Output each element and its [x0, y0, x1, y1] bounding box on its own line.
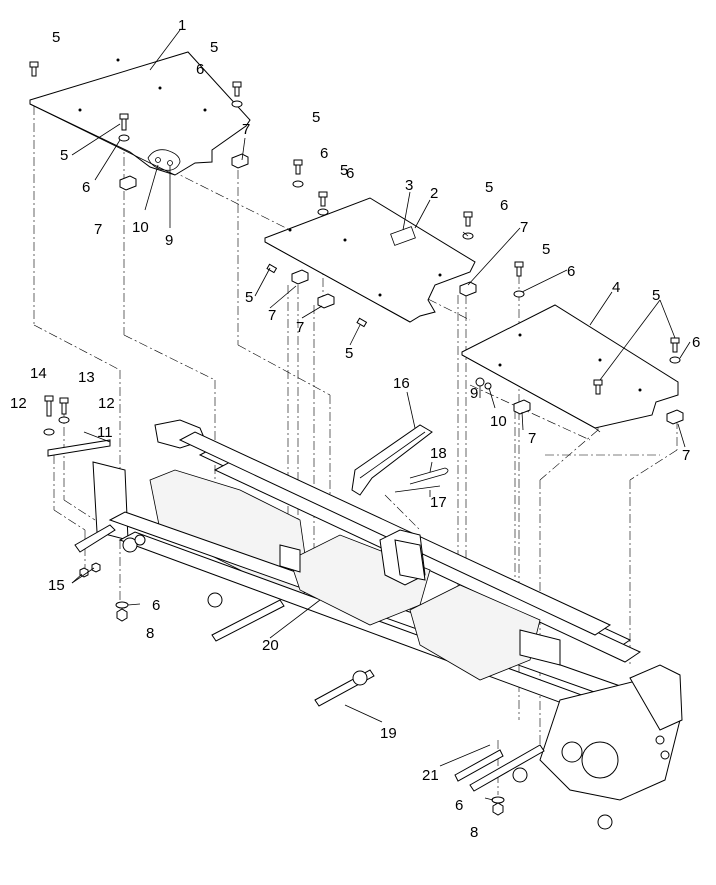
- callout-11: 11: [97, 424, 113, 441]
- callout-6: 6: [320, 145, 328, 162]
- callout-5: 5: [60, 147, 68, 164]
- bolt: [59, 397, 69, 415]
- upright-bracket-16: [351, 424, 433, 496]
- callout-9: 9: [470, 385, 478, 402]
- callout-5: 5: [340, 162, 348, 179]
- callout-4: 4: [612, 279, 620, 296]
- callout-5: 5: [345, 345, 353, 362]
- callout-14: 14: [30, 365, 47, 382]
- callout-7: 7: [94, 221, 102, 238]
- callout-9: 9: [165, 232, 173, 249]
- callout-7: 7: [242, 121, 250, 138]
- callout-5: 5: [245, 289, 253, 306]
- callout-6: 6: [692, 334, 700, 351]
- callout-15: 15: [48, 577, 65, 594]
- cover-plate-2: [264, 197, 476, 323]
- callout-6: 6: [196, 61, 204, 78]
- callout-16: 16: [393, 375, 410, 392]
- callout-12: 12: [98, 395, 115, 412]
- callout-7: 7: [296, 319, 304, 336]
- cover-plate-1: [29, 51, 251, 176]
- bolt: [356, 317, 368, 328]
- callout-8: 8: [146, 625, 154, 642]
- callout-19: 19: [380, 725, 397, 742]
- pin-17: [394, 485, 441, 493]
- callout-20: 20: [262, 637, 279, 654]
- callout-6: 6: [346, 165, 354, 182]
- callout-10: 10: [132, 219, 149, 236]
- callout-12: 12: [10, 395, 27, 412]
- callout-10: 10: [490, 413, 507, 430]
- callout-7: 7: [268, 307, 276, 324]
- callout-8: 8: [470, 824, 478, 841]
- fasteners: [29, 61, 684, 816]
- bolt: [593, 379, 603, 395]
- bolt: [318, 191, 328, 207]
- main-frame: [74, 419, 683, 830]
- callout-5: 5: [542, 241, 550, 258]
- bolt: [232, 81, 242, 97]
- callout-17: 17: [430, 494, 447, 511]
- callout-5: 5: [652, 287, 660, 304]
- callout-6: 6: [567, 263, 575, 280]
- callout-2: 2: [430, 185, 438, 202]
- bolt: [293, 159, 303, 175]
- callout-6: 6: [152, 597, 160, 614]
- callout-7: 7: [520, 219, 528, 236]
- callout-6: 6: [500, 197, 508, 214]
- bolt: [44, 395, 54, 417]
- callout-6: 6: [455, 797, 463, 814]
- callout-7: 7: [528, 430, 536, 447]
- callout-labels: 1 2 3 4 5 5 5 5 5 5 5 5 5 5 5 6 6 6 6 6 …: [10, 17, 700, 841]
- bolt: [514, 261, 524, 277]
- callout-3: 3: [405, 177, 413, 194]
- leader-lines: [71, 29, 691, 801]
- clip-18: [409, 467, 449, 485]
- bolt: [29, 61, 39, 77]
- callout-5: 5: [485, 179, 493, 196]
- callout-5: 5: [52, 29, 60, 46]
- bolt: [119, 113, 129, 131]
- callout-5: 5: [312, 109, 320, 126]
- cover-plate-4: [461, 304, 679, 433]
- callout-7: 7: [682, 447, 690, 464]
- bolt: [670, 337, 680, 353]
- callout-13: 13: [78, 369, 95, 386]
- callout-6: 6: [82, 179, 90, 196]
- bolt: [266, 263, 278, 274]
- callout-1: 1: [178, 17, 186, 34]
- callout-21: 21: [422, 767, 439, 784]
- callout-18: 18: [430, 445, 447, 462]
- callout-5: 5: [210, 39, 218, 56]
- bolt: [463, 211, 473, 227]
